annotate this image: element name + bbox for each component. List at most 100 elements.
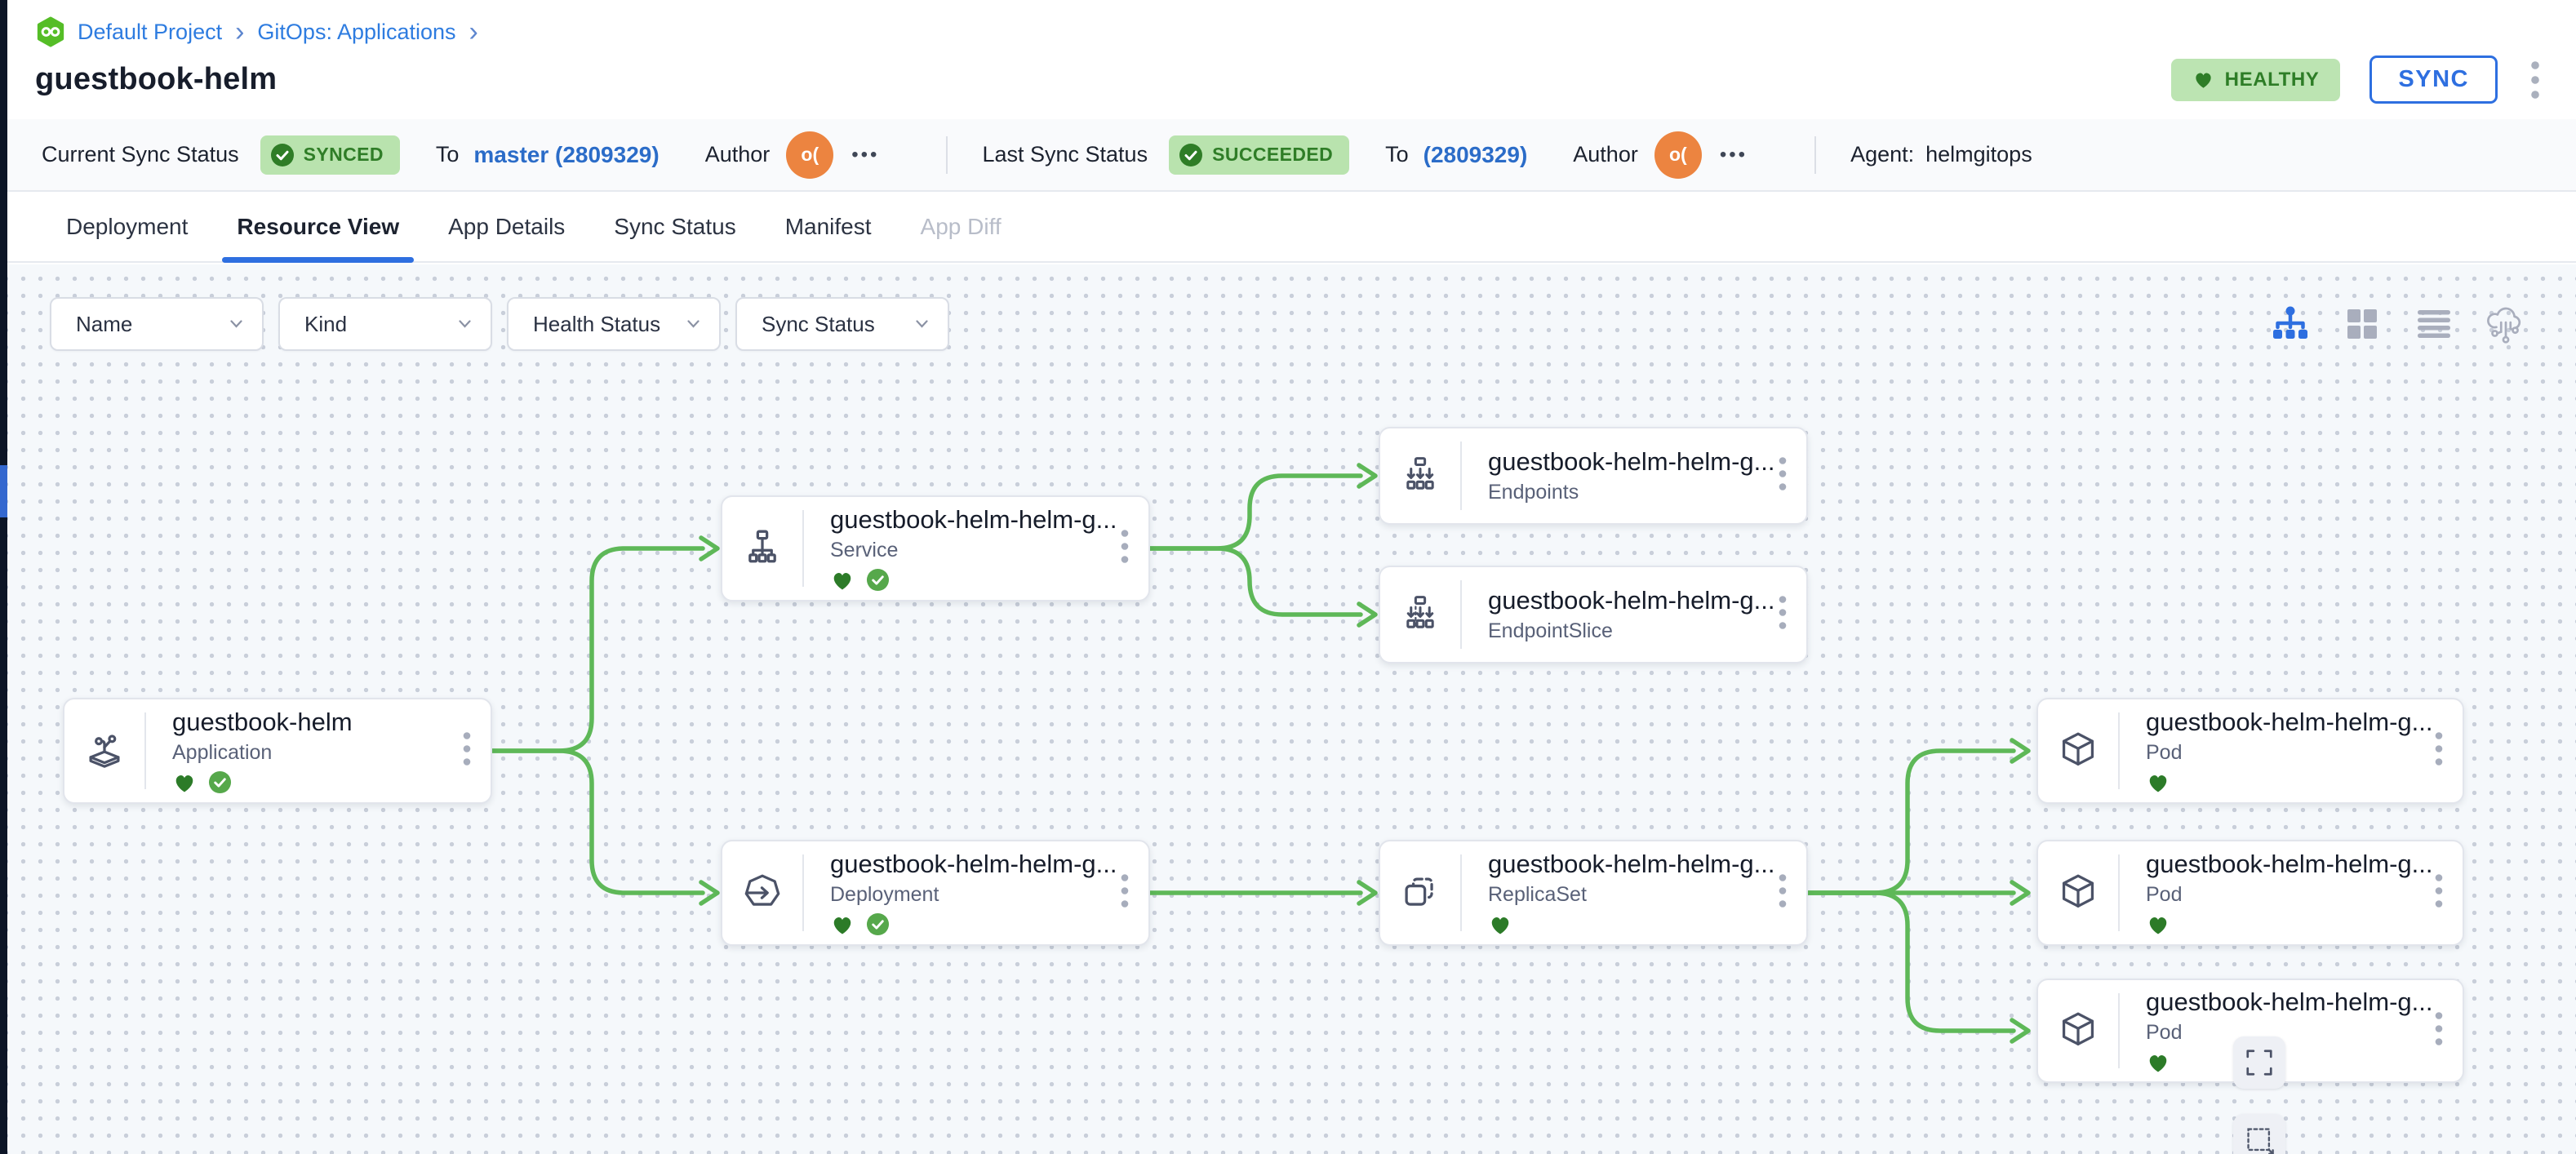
to-label: To	[1385, 142, 1409, 166]
codefresh-logo-icon	[35, 16, 66, 47]
arrowhead	[1357, 601, 1378, 628]
cloud-map-view-icon[interactable]	[2486, 304, 2525, 344]
node-title: guestbook-helm-helm-g...	[2146, 849, 2433, 878]
author-label: Author	[1573, 142, 1638, 166]
node-kind: Pod	[2146, 1020, 2183, 1044]
health-badge-label: HEALTHY	[2224, 68, 2320, 91]
tab-sync-status[interactable]: Sync Status	[614, 213, 736, 239]
node-kind: Pod	[2146, 740, 2183, 764]
sidebar-active-indicator	[0, 465, 7, 517]
header-actions: HEALTHY SYNC	[2170, 55, 2543, 104]
node-menu-button[interactable]	[1116, 869, 1134, 917]
agent-label: Agent:	[1850, 142, 1915, 166]
check-circle-icon	[1179, 143, 1203, 166]
node-title: guestbook-helm	[172, 707, 353, 736]
breadcrumb-default-project[interactable]: Default Project	[78, 19, 223, 44]
healthy-heart-icon	[2149, 775, 2167, 792]
chevron-down-icon	[687, 320, 700, 328]
current-revision-link[interactable]: master (2809329)	[473, 141, 660, 167]
resource-node-pod-1[interactable]: guestbook-helm-helm-g... Pod	[2036, 698, 2464, 804]
health-status-badge: HEALTHY	[2170, 58, 2341, 101]
replicaset-icon	[1380, 841, 1460, 944]
application-icon	[64, 699, 144, 802]
fullscreen-icon	[2246, 1050, 2272, 1076]
edge-replicaset-pod3	[1805, 890, 2016, 1033]
deployment-icon	[722, 841, 802, 944]
resource-node-application[interactable]: guestbook-helm Application	[63, 698, 492, 804]
sync-status-filter-dropdown[interactable]: Sync Status	[735, 297, 949, 351]
pod-icon	[2038, 980, 2118, 1081]
node-title: guestbook-helm-helm-g...	[2146, 987, 2433, 1016]
synced-check-icon	[866, 568, 890, 592]
node-title: guestbook-helm-helm-g...	[1488, 586, 1775, 615]
fullscreen-button[interactable]	[2233, 1036, 2285, 1089]
edge-service-endpointslice	[1148, 546, 1363, 617]
arrowhead	[699, 880, 720, 906]
arrowhead	[2010, 738, 2031, 764]
arrowhead	[1357, 880, 1378, 906]
chevron-down-icon	[459, 320, 471, 328]
node-menu-button[interactable]	[1116, 525, 1134, 573]
health-status-filter-dropdown[interactable]: Health Status	[507, 297, 721, 351]
hierarchy-view-icon[interactable]	[2271, 304, 2310, 344]
node-menu-button[interactable]	[1774, 591, 1792, 639]
resource-node-endpointslice[interactable]: guestbook-helm-helm-g... EndpointSlice	[1379, 566, 1808, 664]
node-menu-button[interactable]	[1774, 869, 1792, 917]
list-view-icon[interactable]	[2414, 304, 2454, 344]
more-authors-button[interactable]: •••	[1719, 143, 1748, 166]
pod-icon	[2038, 841, 2118, 944]
app-actions-menu-button[interactable]	[2527, 56, 2543, 104]
resource-node-deployment[interactable]: guestbook-helm-helm-g... Deployment	[721, 840, 1150, 946]
tab-deployment[interactable]: Deployment	[66, 213, 189, 239]
arrowhead	[2010, 1018, 2031, 1044]
chevron-down-icon	[230, 320, 242, 328]
node-menu-button[interactable]	[2430, 1007, 2448, 1055]
divider	[1814, 135, 1817, 174]
edge-replicaset-pod1	[1805, 748, 2016, 895]
sync-status-bar: Current Sync Status SYNCED To master (28…	[7, 119, 2576, 192]
resource-node-replicaset[interactable]: guestbook-helm-helm-g... ReplicaSet	[1379, 840, 1808, 946]
resource-node-pod-2[interactable]: guestbook-helm-helm-g... Pod	[2036, 840, 2464, 946]
breadcrumb-gitops-applications[interactable]: GitOps: Applications	[257, 19, 456, 44]
grid-view-icon[interactable]	[2343, 304, 2382, 344]
author-avatar[interactable]: o(	[786, 131, 834, 179]
resource-node-endpoints[interactable]: guestbook-helm-helm-g... Endpoints	[1379, 427, 1808, 525]
author-avatar[interactable]: o(	[1654, 131, 1702, 179]
name-filter-dropdown[interactable]: Name	[50, 297, 264, 351]
divider	[2118, 854, 2120, 931]
page-title: guestbook-helm	[35, 62, 278, 96]
resource-tree-canvas[interactable]: Name Kind Health Status Sync Status	[7, 264, 2576, 1154]
node-kind: Service	[830, 538, 899, 561]
divider	[2118, 712, 2120, 789]
edge-app-service	[490, 546, 705, 753]
view-toggle-group	[2271, 304, 2525, 344]
main-content: Default Project › GitOps: Applications ›…	[7, 0, 2576, 1154]
divider	[2118, 993, 2120, 1068]
collapsed-sidebar-rail[interactable]	[0, 0, 7, 1154]
node-kind: Pod	[2146, 882, 2183, 906]
synced-check-icon	[866, 912, 890, 936]
tab-manifest[interactable]: Manifest	[784, 213, 872, 239]
resource-node-service[interactable]: guestbook-helm-helm-g... Service	[721, 495, 1150, 601]
arrowhead	[2010, 880, 2031, 906]
arrowhead	[1357, 463, 1378, 489]
author-label: Author	[704, 142, 771, 166]
node-menu-button[interactable]	[2430, 869, 2448, 917]
agent-value: helmgitops	[1925, 142, 2032, 166]
more-authors-button[interactable]: •••	[851, 143, 880, 166]
node-title: guestbook-helm-helm-g...	[2146, 707, 2433, 736]
last-revision-link[interactable]: (2809329)	[1423, 141, 1528, 167]
node-menu-button[interactable]	[1774, 452, 1792, 500]
tab-resource-view[interactable]: Resource View	[212, 192, 424, 263]
tab-app-details[interactable]: App Details	[448, 213, 566, 239]
check-circle-icon	[270, 143, 294, 166]
node-menu-button[interactable]	[2430, 727, 2448, 775]
sync-button[interactable]: SYNC	[2369, 55, 2498, 104]
divider	[946, 135, 948, 174]
node-menu-button[interactable]	[458, 727, 476, 775]
fit-view-button[interactable]	[2233, 1114, 2285, 1154]
kind-filter-dropdown[interactable]: Kind	[278, 297, 492, 351]
divider	[1460, 442, 1462, 510]
node-kind: ReplicaSet	[1488, 882, 1587, 906]
breadcrumb-separator: ›	[235, 16, 245, 47]
